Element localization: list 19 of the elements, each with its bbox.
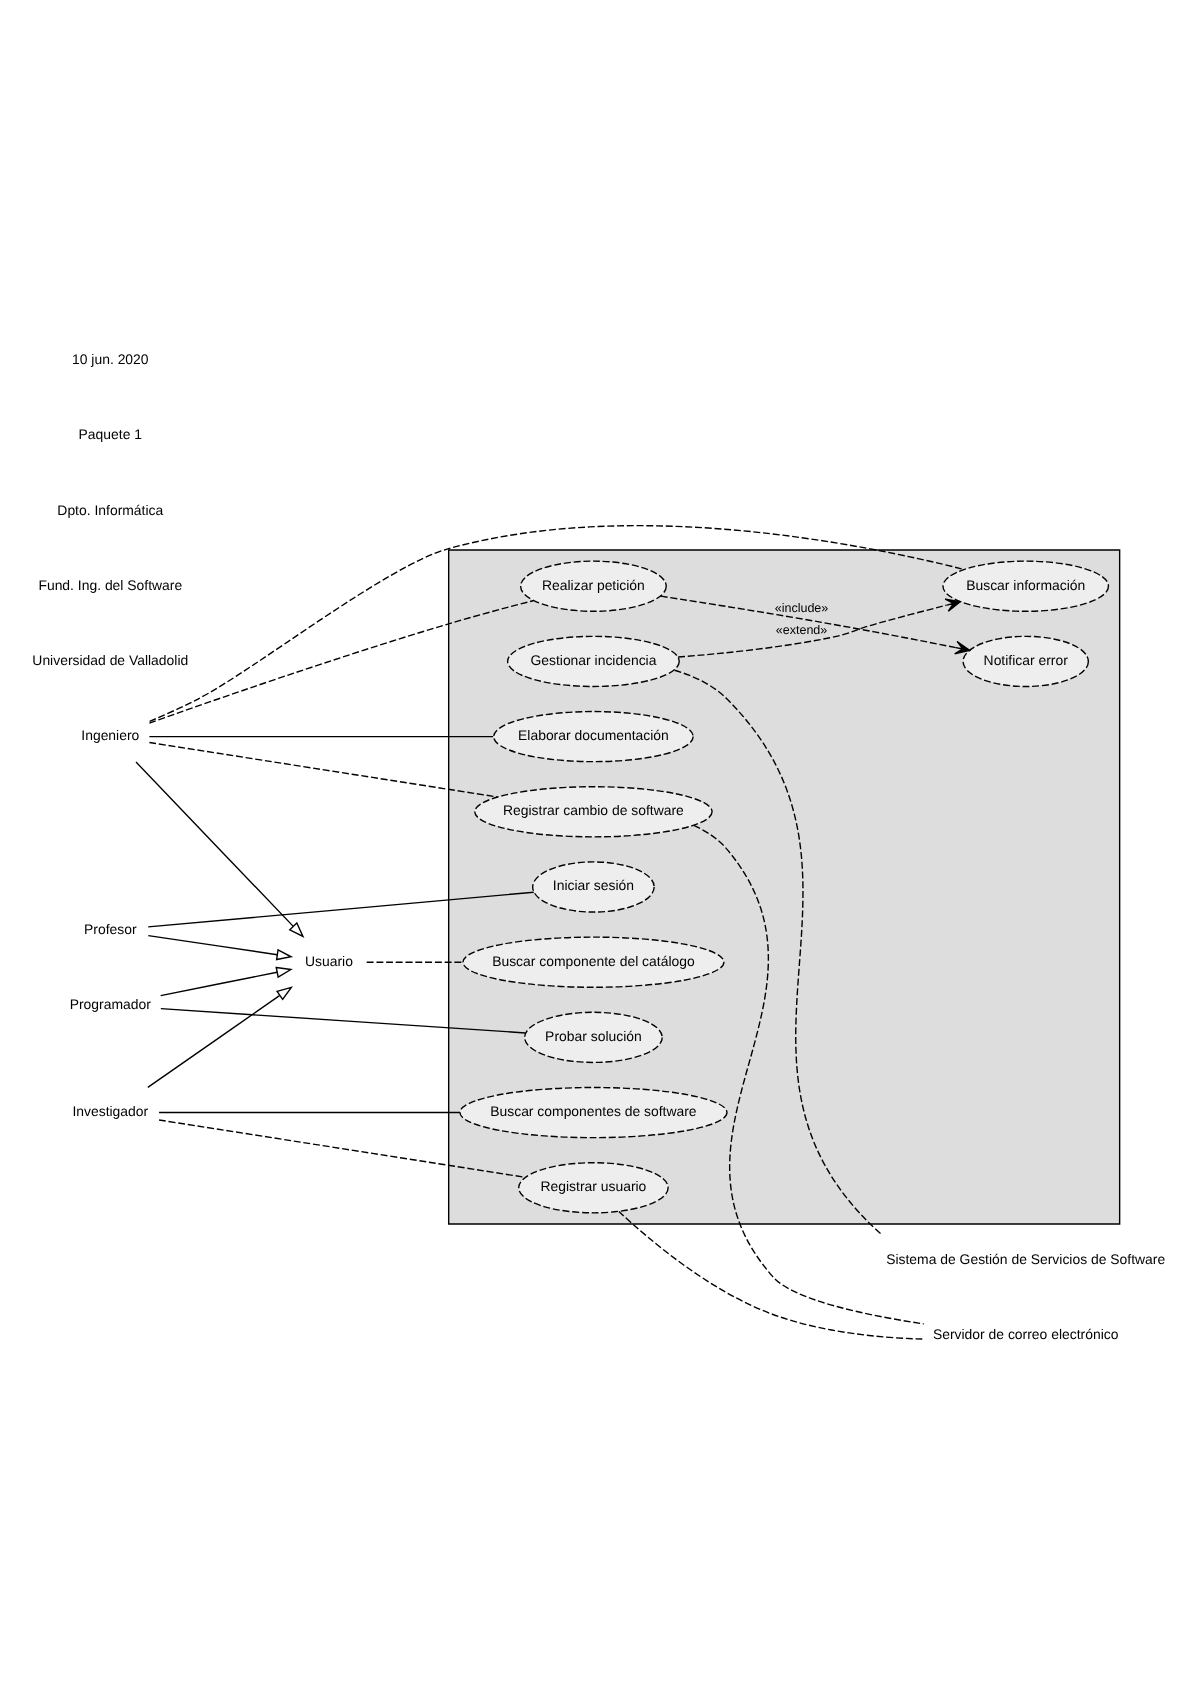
arrow	[160, 966, 293, 997]
connector	[148, 741, 499, 798]
connector	[693, 824, 925, 1325]
connector	[148, 524, 965, 723]
arrow	[677, 598, 961, 658]
arrow	[147, 934, 294, 961]
connector	[366, 961, 464, 963]
connector	[618, 1210, 925, 1340]
connector	[147, 891, 535, 928]
cluster	[448, 549, 1121, 1225]
connector	[148, 735, 494, 738]
connector	[673, 669, 883, 1236]
connector	[158, 1119, 526, 1178]
connector	[158, 1111, 461, 1114]
arrow	[660, 595, 971, 655]
arrow	[135, 761, 305, 938]
connector	[148, 600, 534, 724]
arrow	[147, 986, 293, 1089]
connector	[160, 1007, 527, 1034]
